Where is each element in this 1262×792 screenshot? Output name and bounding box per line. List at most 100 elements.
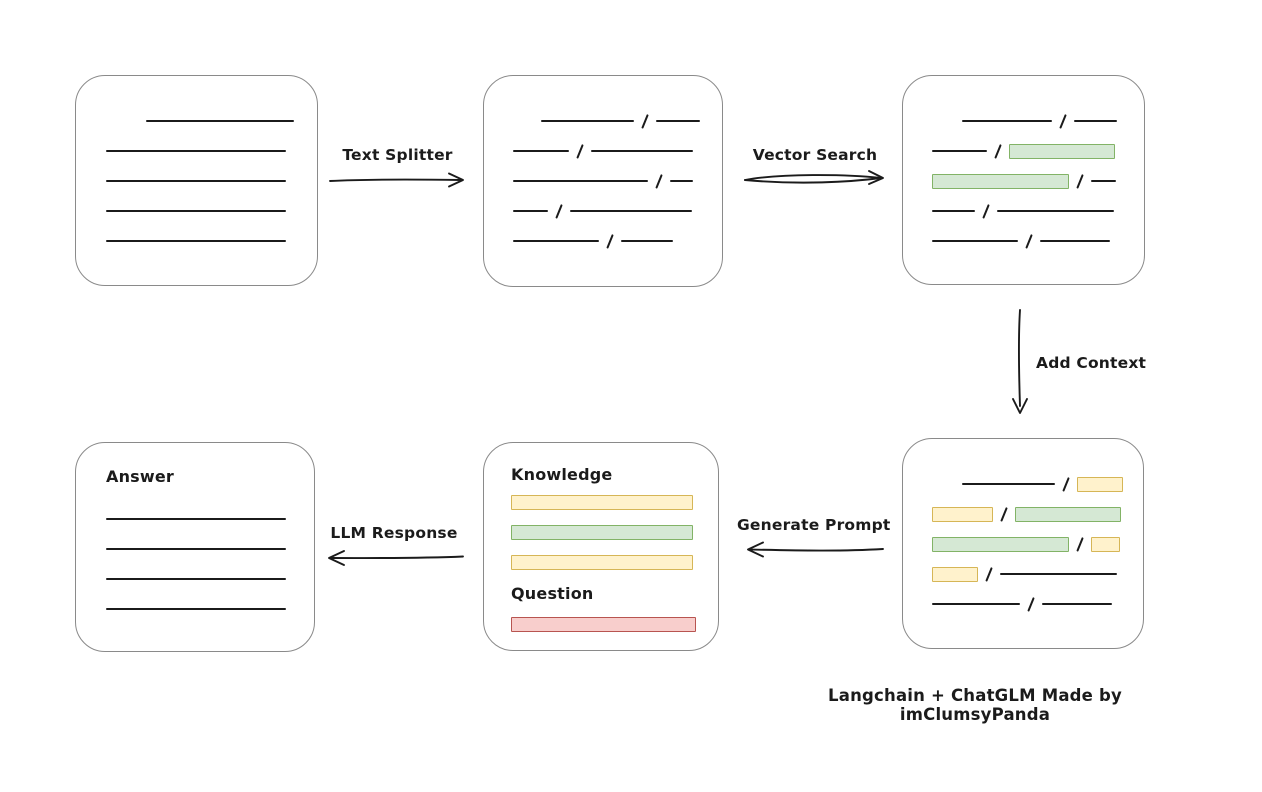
document-lines xyxy=(76,76,317,249)
text-splitter-label: Text Splitter xyxy=(342,146,453,164)
text-line xyxy=(146,120,294,122)
chunk-row xyxy=(513,113,722,129)
yellow-highlight-bar xyxy=(511,554,693,570)
text-line xyxy=(670,180,694,182)
chunk-row xyxy=(511,524,693,540)
generate-prompt-arrow xyxy=(747,541,884,558)
chunk-separator-slash xyxy=(1000,506,1008,522)
question-bar xyxy=(511,616,696,632)
context-chunks-box xyxy=(902,438,1144,649)
text-line xyxy=(513,180,648,182)
chunk-separator-slash xyxy=(606,233,614,249)
red-question-bar xyxy=(511,616,696,632)
answer-label: Answer xyxy=(106,467,175,486)
text-line xyxy=(1091,180,1117,182)
knowledge-bars xyxy=(511,494,693,570)
chunk-lines xyxy=(484,76,722,249)
chunk-separator-slash xyxy=(982,203,990,219)
yellow-highlight-bar xyxy=(932,506,993,522)
answer-box: Answer xyxy=(75,442,315,652)
green-highlight-bar xyxy=(1009,143,1116,159)
chunk-separator-slash xyxy=(655,173,663,189)
text-line xyxy=(513,240,599,242)
indent-spacer xyxy=(932,120,954,122)
chunk-row xyxy=(513,173,722,189)
llm-response-arrow xyxy=(328,550,464,566)
chunk-separator-slash xyxy=(1076,536,1084,552)
vector-search-label: Vector Search xyxy=(752,146,878,164)
chunk-row xyxy=(511,554,693,570)
text-line xyxy=(106,210,286,212)
source-document-box xyxy=(75,75,318,286)
chunk-row xyxy=(932,113,1144,129)
green-highlight-bar xyxy=(1015,506,1122,522)
context-chunk-lines xyxy=(903,439,1143,612)
text-splitter-arrow xyxy=(329,172,464,188)
yellow-highlight-bar xyxy=(1091,536,1121,552)
text-line xyxy=(997,210,1115,212)
text-line xyxy=(106,548,286,550)
chunk-row xyxy=(932,203,1144,219)
text-line xyxy=(513,210,548,212)
text-line xyxy=(1000,573,1118,575)
text-line xyxy=(106,180,286,182)
llm-response-label: LLM Response xyxy=(330,524,458,542)
chunk-row xyxy=(511,616,696,632)
chunk-row xyxy=(513,143,722,159)
text-line xyxy=(962,120,1052,122)
chunk-separator-slash xyxy=(1025,233,1033,249)
chunk-separator-slash xyxy=(576,143,584,159)
text-line xyxy=(541,120,634,122)
yellow-highlight-bar xyxy=(932,566,978,582)
split-chunks-box xyxy=(483,75,723,287)
chunk-row xyxy=(106,143,317,159)
chunk-row xyxy=(106,571,286,587)
chunk-row xyxy=(932,233,1144,249)
chunk-row xyxy=(106,113,317,129)
green-highlight-bar xyxy=(932,173,1069,189)
chunk-row xyxy=(106,601,286,617)
text-line xyxy=(932,240,1018,242)
chunk-row xyxy=(106,233,317,249)
chunk-separator-slash xyxy=(1059,113,1067,129)
text-line xyxy=(932,210,975,212)
chunk-row xyxy=(513,203,722,219)
chunk-separator-slash xyxy=(1027,596,1035,612)
chunk-row xyxy=(932,506,1143,522)
chunk-row xyxy=(932,536,1143,552)
indent-spacer xyxy=(932,483,954,485)
text-line xyxy=(106,150,286,152)
chunk-row xyxy=(106,203,317,219)
answer-lines xyxy=(106,511,286,617)
chunk-row xyxy=(511,494,693,510)
text-line xyxy=(106,518,286,520)
chunk-separator-slash xyxy=(994,143,1002,159)
green-highlight-bar xyxy=(932,536,1069,552)
chunk-row xyxy=(932,596,1143,612)
chunk-separator-slash xyxy=(985,566,993,582)
add-context-label: Add Context xyxy=(1036,354,1147,372)
chunk-separator-slash xyxy=(1076,173,1084,189)
chunk-row xyxy=(106,541,286,557)
add-context-arrow xyxy=(1012,309,1028,414)
text-line xyxy=(106,578,286,580)
chunk-row xyxy=(513,233,722,249)
diagram-caption: Langchain + ChatGLM Made by imClumsyPand… xyxy=(828,686,1122,724)
chunk-row xyxy=(932,476,1143,492)
chunk-separator-slash xyxy=(555,203,563,219)
vector-search-arrow xyxy=(744,170,884,185)
chunk-separator-slash xyxy=(1062,476,1070,492)
text-line xyxy=(621,240,674,242)
text-line xyxy=(570,210,693,212)
generate-prompt-label: Generate Prompt xyxy=(737,516,891,534)
text-line xyxy=(1074,120,1118,122)
yellow-highlight-bar xyxy=(1077,476,1124,492)
matched-chunk-lines xyxy=(903,76,1144,249)
text-line xyxy=(656,120,701,122)
chunk-row xyxy=(106,511,286,527)
text-line xyxy=(106,240,286,242)
text-line xyxy=(1042,603,1113,605)
matched-chunks-box xyxy=(902,75,1145,285)
indent-spacer xyxy=(513,120,533,122)
